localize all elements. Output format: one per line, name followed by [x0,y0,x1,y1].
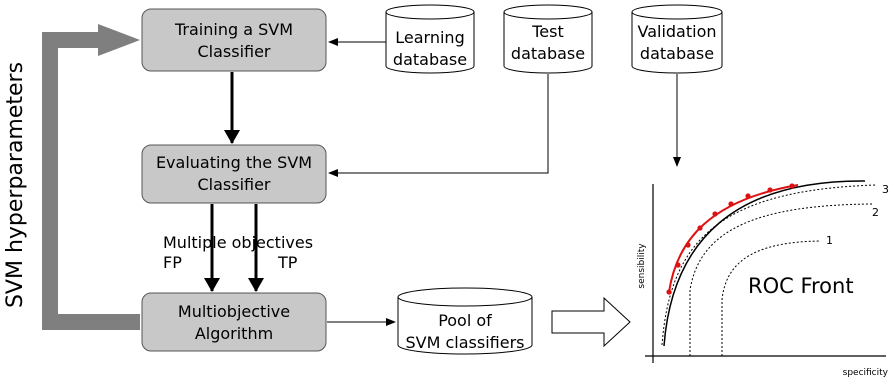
evaluating-line-2: Classifier [197,175,270,194]
front-point [697,225,703,231]
roc-title: ROC Front [748,274,854,298]
evaluating-box: Evaluating the SVM Classifier [141,144,327,204]
objective-tp: TP [277,253,298,272]
evaluating-line-1: Evaluating the SVM [156,153,312,172]
objectives-title: Multiple objectives [163,233,313,252]
multiobjective-line-1: Multiobjective [178,302,290,321]
validation-line-2: database [640,44,714,63]
validation-database: Validation database [631,4,723,74]
validation-line-1: Validation [637,22,716,41]
roc-curve-label-1: 1 [826,234,833,247]
roc-curve-label-3: 3 [882,183,889,196]
learning-database: Learning database [385,4,475,74]
roc-plot: 1 2 3 sensibility specificity ROC Front [637,180,889,378]
test-line-2: database [511,44,585,63]
front-point [728,201,734,207]
objective-fp: FP [163,253,182,272]
multiobjective-box: Multiobjective Algorithm [141,292,327,352]
feedback-arrow [42,24,140,330]
hollow-arrow-to-roc [551,296,631,348]
training-box: Training a SVM Classifier [141,8,327,72]
learning-line-1: Learning [395,28,464,47]
roc-curve-3 [661,184,877,346]
pool-line-1: Pool of [438,311,492,330]
front-point [767,187,773,193]
side-label: SVM hyperparameters [3,62,28,308]
learning-line-2: database [393,50,467,69]
arrow-test-to-evaluating [328,74,549,177]
roc-x-label: specificity [843,368,889,378]
roc-curve-label-2: 2 [872,206,879,219]
multiobjective-line-2: Algorithm [195,324,273,343]
roc-curve-1 [721,240,821,356]
roc-solid-curve [663,180,866,347]
training-line-1: Training a SVM [174,20,293,39]
roc-y-label: sensibility [637,243,647,289]
front-point [712,211,718,217]
front-point [675,262,681,268]
front-point [745,193,751,199]
training-line-2: Classifier [197,42,270,61]
test-line-1: Test [531,22,564,41]
roc-front-points [666,183,795,295]
front-point [666,289,672,295]
roc-curve-2 [689,203,873,356]
pool-line-2: SVM classifiers [406,333,525,352]
test-database: Test database [503,4,593,74]
pool-database: Pool of SVM classifiers [397,287,533,355]
front-point [789,183,795,189]
front-point [685,242,691,248]
